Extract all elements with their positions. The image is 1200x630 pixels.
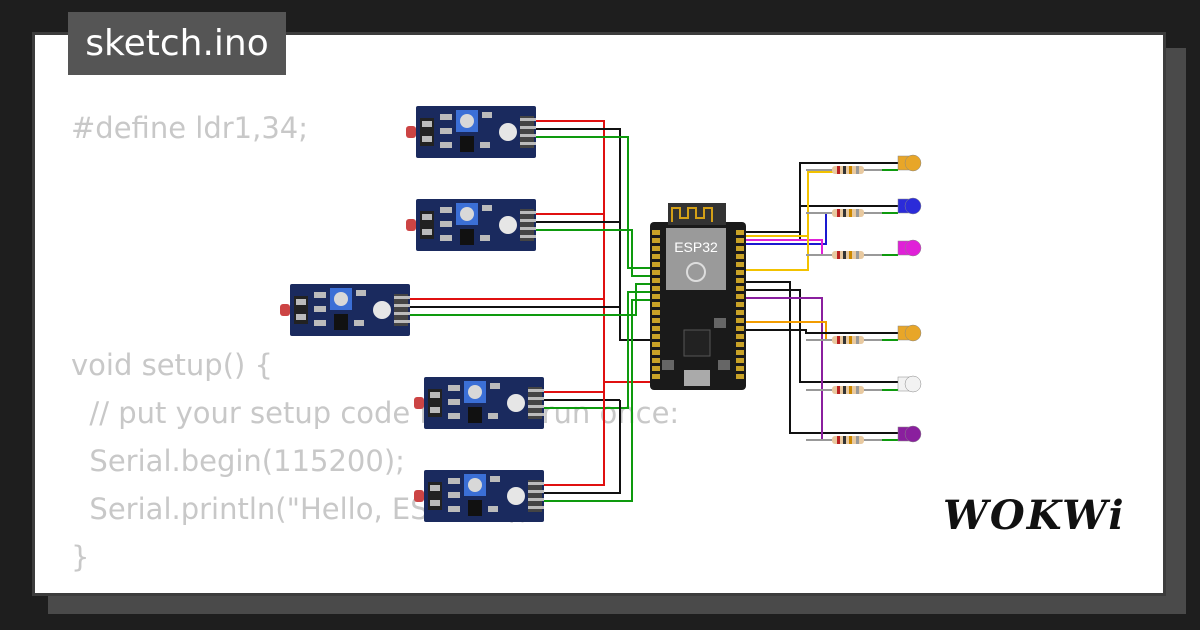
header-pin [736, 238, 744, 243]
header-pin [736, 278, 744, 283]
file-tab[interactable]: sketch.ino [68, 12, 286, 75]
esp32-pins-right [736, 230, 744, 379]
header-pin [652, 246, 660, 251]
header-pin [652, 302, 660, 307]
header-pin [736, 366, 744, 371]
header-pin [736, 310, 744, 315]
led-1 [897, 154, 922, 172]
header-pin [736, 262, 744, 267]
code-line: void setup() { [71, 348, 273, 382]
esp32-board: ESP32 [650, 203, 746, 390]
header-pin [652, 342, 660, 347]
code-line: #define ldr1,34; [71, 111, 308, 145]
header-pin [652, 278, 660, 283]
header-pin [736, 286, 744, 291]
header-pin [652, 230, 660, 235]
header-pin [736, 334, 744, 339]
header-pin [652, 238, 660, 243]
code-line: } [71, 540, 90, 574]
ldr-sensor-5 [414, 470, 544, 522]
header-pin [652, 326, 660, 331]
led-2 [897, 197, 922, 215]
header-pin [736, 342, 744, 347]
led-3 [897, 239, 922, 257]
header-pin [736, 374, 744, 379]
header-pin [736, 230, 744, 235]
header-pin [736, 350, 744, 355]
wokwi-logo: WOKWi [943, 492, 1126, 539]
header-pin [652, 374, 660, 379]
board-label: ESP32 [674, 239, 718, 255]
header-pin [652, 366, 660, 371]
led-6 [897, 425, 922, 443]
header-pin [736, 246, 744, 251]
header-pin [736, 358, 744, 363]
header-pin [736, 302, 744, 307]
header-pin [736, 294, 744, 299]
header-pin [652, 350, 660, 355]
header-pin [736, 318, 744, 323]
led-4 [897, 324, 922, 342]
file-tab-title: sketch.ino [85, 23, 269, 64]
header-pin [652, 310, 660, 315]
ldr-sensor-3 [280, 284, 410, 336]
header-pin [736, 326, 744, 331]
header-pin [652, 294, 660, 299]
ldr-sensor-2 [406, 199, 536, 251]
header-pin [652, 358, 660, 363]
led-5 [897, 375, 922, 393]
header-pin [652, 334, 660, 339]
esp32-pins-left [652, 230, 660, 379]
header-pin [652, 254, 660, 259]
ldr-sensor-4 [414, 377, 544, 429]
header-pin [736, 270, 744, 275]
header-pin [652, 270, 660, 275]
led-array [805, 165, 883, 445]
ldr-sensor-1 [406, 106, 536, 158]
header-pin [652, 262, 660, 267]
header-pin [736, 254, 744, 259]
header-pin [652, 318, 660, 323]
code-line: Serial.begin(115200); [71, 444, 405, 478]
header-pin [652, 286, 660, 291]
